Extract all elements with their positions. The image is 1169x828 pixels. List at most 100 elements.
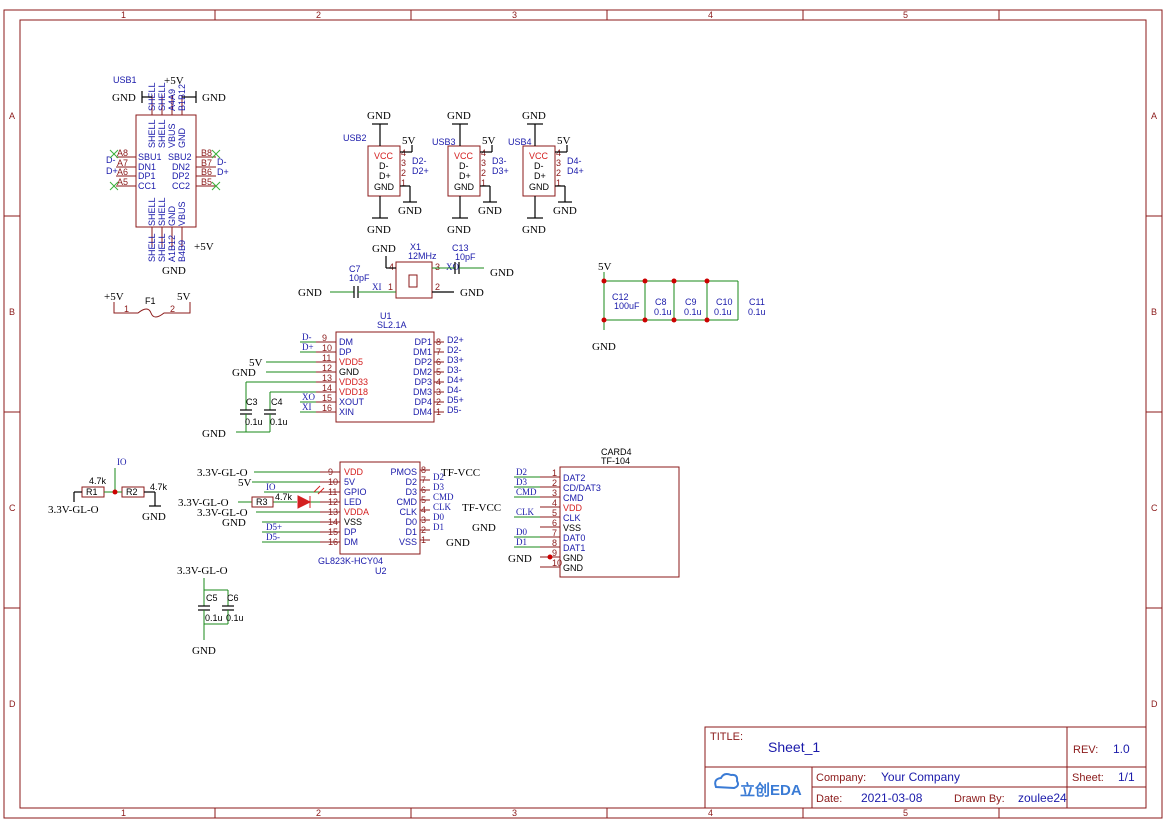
usb2-pin-gnd: GND [374, 182, 395, 192]
u2-net-d3: D3 [433, 482, 444, 492]
u1-right-net-label: D3- [447, 365, 462, 375]
col-label-5-bottom: 5 [903, 808, 908, 818]
divider-gnd: GND [142, 511, 166, 523]
u2-right-pin-name: D3 [405, 487, 417, 497]
company-label: Company: [816, 772, 866, 784]
u2-net-pmos: TF-VCC [441, 467, 480, 479]
x1-net-xi: XI [372, 282, 382, 292]
title-label: TITLE: [710, 731, 743, 743]
fuse-ref: F1 [145, 296, 156, 306]
card4-pin-number: 7 [552, 528, 557, 538]
usb1-left-name-1: SBU1 [138, 152, 162, 162]
u2-left-pin-name: VDD [344, 467, 364, 477]
card4-pin-name: GND [563, 563, 584, 573]
usb1-body [135, 114, 197, 228]
usb4-no-3: 3 [556, 158, 561, 168]
u1-left-pin-name: GND [339, 367, 360, 377]
usb1-typec-connector: USB1 SHELL SHELL A4A9 B1B12 SHELL SHELL … [106, 75, 229, 277]
row-label-a-right: A [1151, 111, 1157, 121]
capbank-junction-dot [671, 317, 677, 323]
r3-ref: R3 [256, 497, 268, 507]
capbank-5v: 5V [598, 261, 612, 273]
u2-net-dm: D5- [266, 532, 280, 542]
usb4-pin-vcc: VCC [529, 151, 549, 161]
card4-pin-number: 8 [552, 538, 557, 548]
u2-right-pin-name: PMOS [390, 467, 417, 477]
row-label-c: C [9, 503, 16, 513]
c9-ref: C9 [685, 297, 697, 307]
u2-right-pin-name: D1 [405, 527, 417, 537]
c13-value: 10pF [455, 252, 476, 262]
rev-label: REV: [1073, 744, 1098, 756]
row-label-c-right: C [1151, 503, 1158, 513]
usb3-net-dm: D3- [492, 156, 507, 166]
c9-value: 0.1u [684, 307, 702, 317]
usb1-net-left-dm: D- [106, 155, 116, 165]
usb2-no-4: 4 [401, 148, 406, 158]
usb1-top-inner-2: SHELL [157, 119, 167, 148]
u2-net-led: 3.3V-GL-O [178, 497, 229, 509]
usb1-left-no-1: A8 [117, 148, 128, 158]
u1-right-pin-number: 8 [436, 337, 441, 347]
u2-net-5v: 5V [238, 477, 252, 489]
usb3-no-1: 1 [481, 178, 486, 188]
u1-right-pin-number: 7 [436, 347, 441, 357]
u1-right-pin-number: 1 [436, 407, 441, 417]
card4-pin-number: 2 [552, 478, 557, 488]
u2-right-pin-number: 3 [421, 515, 426, 525]
c12-value: 100uF [614, 301, 640, 311]
date-label: Date: [816, 793, 842, 805]
c13-gnd: GND [490, 267, 514, 279]
usb2-net-dp: D2+ [412, 166, 429, 176]
u1-right-pin-name: DM1 [413, 347, 432, 357]
divider-io: IO [117, 457, 127, 467]
u2-left-pin-name: DM [344, 537, 358, 547]
r1-value: 4.7k [89, 476, 107, 486]
usb2-pin-vcc: VCC [374, 151, 394, 161]
u2-left-pin-number: 9 [328, 467, 333, 477]
x1-body [395, 261, 433, 299]
card4-body [559, 466, 680, 578]
card4-pin-name: GND [563, 553, 584, 563]
usb2-body [367, 145, 401, 197]
fuse-symbol [113, 302, 191, 318]
usb1-top-pin-2: SHELL [157, 82, 167, 111]
u1-left-pin-name: VDD5 [339, 357, 363, 367]
card4-net-label: CLK [516, 507, 535, 517]
usb1-bottom-inner-1: SHELL [147, 197, 157, 226]
c10-ref: C10 [716, 297, 733, 307]
usb2-pin-dp: D+ [379, 171, 391, 181]
u1-body [335, 331, 435, 423]
usb1-bottom-pin-4: B4B9 [177, 240, 187, 262]
r2-ref: R2 [126, 487, 138, 497]
u1-left-pin-name: XIN [339, 407, 354, 417]
usb4-pin-dp: D+ [534, 171, 546, 181]
u2-right-pin-name: CMD [397, 497, 418, 507]
card4-pin-name: DAT1 [563, 543, 585, 553]
u2-right-pin-name: CLK [399, 507, 417, 517]
usb1-left-no-2: A7 [117, 158, 128, 168]
usb1-bottom-inner-2: SHELL [157, 197, 167, 226]
u2-body [339, 461, 421, 555]
usb3-pin-gnd: GND [454, 182, 475, 192]
crystal-x1: X1 12MHz GND 4 1 3 2 C7 10pF C13 10pF XI… [298, 242, 514, 299]
card4-part: TF-104 [601, 456, 630, 466]
usb4-5v: 5V [557, 135, 571, 147]
u2-left-pin-number: 14 [328, 517, 338, 527]
u1-left-net-label: D- [302, 332, 312, 342]
usb1-bottom-pin-2: SHELL [157, 233, 167, 262]
usb1-gnd-bottom: GND [162, 265, 186, 277]
card4-net-label: D2 [516, 467, 527, 477]
company-value: Your Company [881, 770, 960, 784]
u2-right-pin-number: 8 [421, 465, 426, 475]
u1-right-net-label: D4- [447, 385, 462, 395]
r3-body [251, 496, 274, 508]
c5c6-net: 3.3V-GL-O [177, 565, 228, 577]
usb4-ref: USB4 [508, 137, 532, 147]
usb4-gnd-top: GND [522, 110, 546, 122]
u1-right-pin-name: DP2 [414, 357, 432, 367]
c11-ref: C11 [749, 297, 765, 307]
